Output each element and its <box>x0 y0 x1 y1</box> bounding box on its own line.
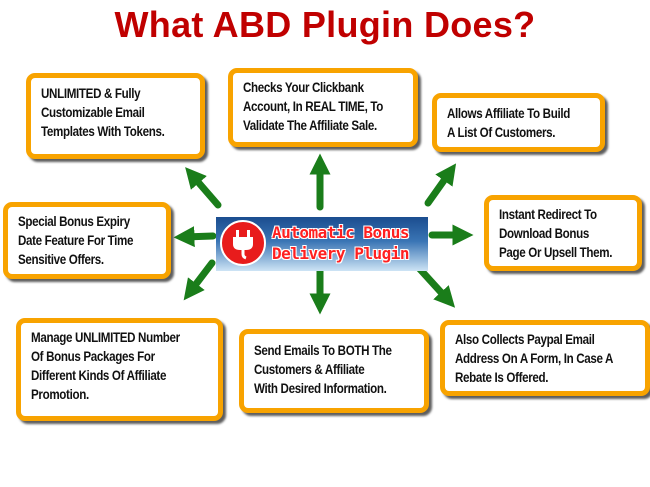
page-title: What ABD Plugin Does? <box>114 4 536 45</box>
arrow-down-left <box>183 259 216 301</box>
feature-text: Manage UNLIMITED Number Of Bonus Package… <box>31 330 180 402</box>
arrow-down-right <box>414 263 456 308</box>
feature-box-clickbank-check: Checks Your Clickbank Account, In REAL T… <box>228 68 418 147</box>
feature-box-customer-list: Allows Affiliate To Build A List Of Cust… <box>432 93 605 152</box>
plug-icon <box>220 220 266 266</box>
feature-box-bonus-packages: Manage UNLIMITED Number Of Bonus Package… <box>16 318 223 421</box>
banner-text: Automatic Bonus Delivery Plugin <box>272 222 410 264</box>
feature-text: UNLIMITED & Fully Customizable Email Tem… <box>41 86 165 139</box>
feature-box-instant-redirect: Instant Redirect To Download Bonus Page … <box>484 195 642 271</box>
banner-line-1: Automatic Bonus <box>272 223 410 242</box>
arrow-left <box>173 226 217 248</box>
banner-line-2: Delivery Plugin <box>272 244 410 263</box>
feature-text: Allows Affiliate To Build A List Of Cust… <box>447 106 570 140</box>
feature-text: Checks Your Clickbank Account, In REAL T… <box>243 80 383 133</box>
feature-box-send-emails: Send Emails To BOTH The Customers & Affi… <box>239 329 429 413</box>
feature-box-paypal-email: Also Collects Paypal Email Address On A … <box>440 320 650 396</box>
center-banner: Automatic Bonus Delivery Plugin <box>216 217 428 271</box>
arrow-up-left <box>185 167 222 209</box>
feature-box-email-templates: UNLIMITED & Fully Customizable Email Tem… <box>26 73 205 159</box>
feature-box-expiry-date: Special Bonus Expiry Date Feature For Ti… <box>3 202 171 279</box>
feature-text: Also Collects Paypal Email Address On A … <box>455 332 614 385</box>
feature-text: Instant Redirect To Download Bonus Page … <box>499 207 613 260</box>
feature-text: Special Bonus Expiry Date Feature For Ti… <box>18 214 134 267</box>
arrow-up-right <box>424 163 457 207</box>
feature-text: Send Emails To BOTH The Customers & Affi… <box>254 343 392 396</box>
